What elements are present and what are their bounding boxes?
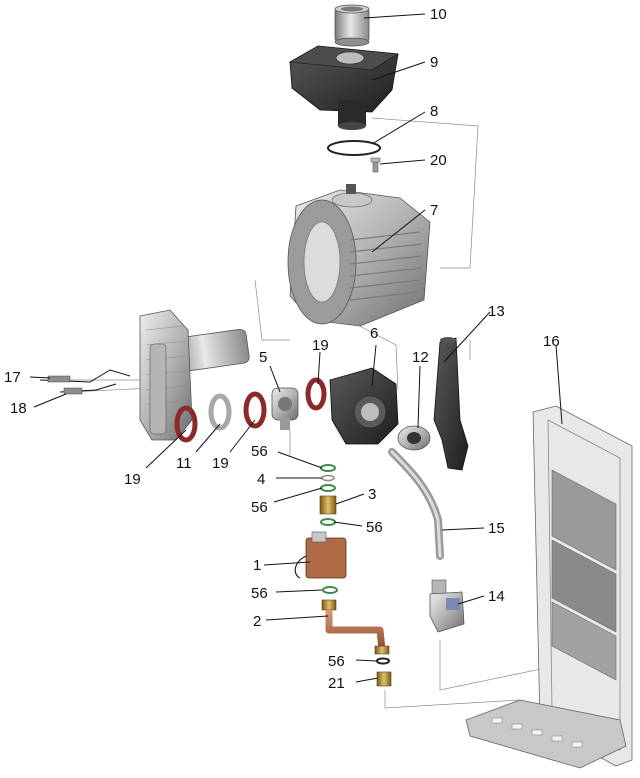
part-15-bent-pipe — [388, 448, 444, 560]
part-12-flange — [397, 425, 431, 451]
callout-3: 3 — [368, 486, 376, 503]
callout-21: 21 — [328, 675, 345, 692]
part-9-flue-hood — [289, 45, 399, 130]
part-19-11-gaskets — [174, 391, 267, 443]
callout-4: 4 — [257, 471, 265, 488]
burner-assembly — [139, 309, 250, 441]
callout-6: 6 — [370, 325, 378, 342]
callout-20: 20 — [430, 152, 447, 169]
callout-15: 15 — [488, 520, 505, 537]
callout-12: 12 — [412, 349, 429, 366]
part-7-heat-exchanger — [287, 184, 431, 327]
callout-56-d: 56 — [251, 585, 268, 602]
part-13-air-intake-pipe — [433, 337, 469, 471]
callout-17: 17 — [4, 369, 21, 386]
part-6-fan — [329, 367, 399, 445]
callout-8: 8 — [430, 103, 438, 120]
callout-14: 14 — [488, 588, 505, 605]
callout-5: 5 — [259, 349, 267, 366]
callout-56-c: 56 — [366, 519, 383, 536]
part-5-venturi — [271, 387, 299, 430]
callout-56-b: 56 — [251, 499, 268, 516]
callout-1: 1 — [253, 557, 261, 574]
callout-9: 9 — [430, 54, 438, 71]
part-19-gasket-right — [305, 377, 327, 411]
callout-labels: 10 9 8 20 7 13 16 6 19 5 12 17 18 19 11 … — [4, 6, 560, 692]
callout-18: 18 — [10, 400, 27, 417]
part-20-screw — [370, 157, 381, 173]
callout-16: 16 — [543, 333, 560, 350]
leader-lines — [29, 13, 563, 683]
fittings-lower — [376, 657, 392, 687]
part-16-frame — [465, 405, 633, 769]
part-14-valve — [429, 579, 465, 633]
callout-7: 7 — [430, 202, 438, 219]
callout-19-upper: 19 — [312, 337, 329, 354]
callout-13: 13 — [488, 303, 505, 320]
part-2-copper-pipe — [321, 586, 390, 655]
callout-11: 11 — [176, 455, 192, 472]
part-1-gas-valve — [294, 531, 347, 579]
callout-19-left: 19 — [124, 471, 141, 488]
fittings-upper — [319, 464, 337, 526]
callout-56-a: 56 — [251, 443, 268, 460]
callout-56-e: 56 — [328, 653, 345, 670]
part-17-18-electrodes — [39, 369, 131, 395]
part-8-seal-ring — [327, 140, 381, 156]
assembly-guide-lines — [62, 117, 561, 709]
callout-10: 10 — [430, 6, 447, 23]
callout-2: 2 — [253, 613, 261, 630]
part-10-flue-adaptor — [334, 4, 370, 47]
callout-19-middle: 19 — [212, 455, 229, 472]
